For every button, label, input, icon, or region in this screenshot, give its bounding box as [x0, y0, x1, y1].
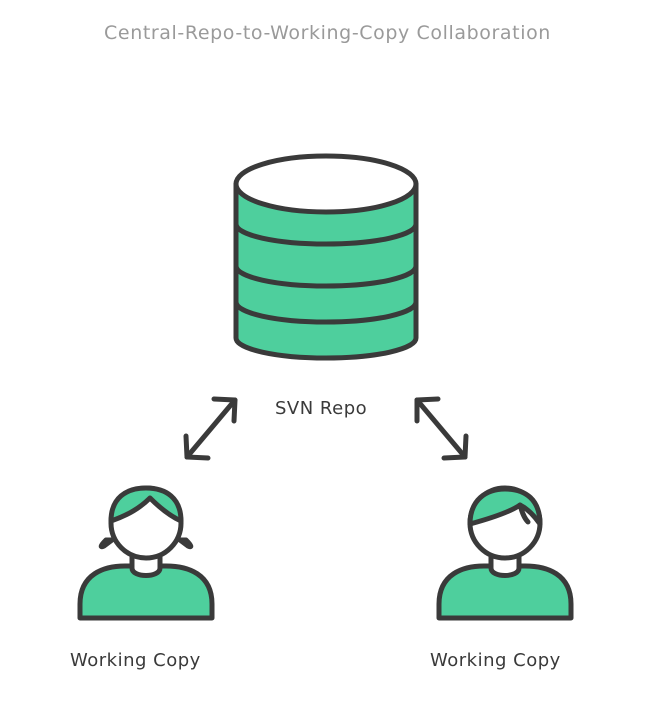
male-user-icon: [436, 485, 574, 621]
sync-arrow-right-icon: [414, 396, 469, 461]
working-copy-label-right: Working Copy: [430, 650, 561, 671]
repo-label: SVN Repo: [275, 398, 368, 419]
sync-arrow-left-icon: [183, 396, 238, 461]
female-user-icon: [77, 485, 215, 621]
working-copy-label-left: Working Copy: [70, 650, 201, 671]
database-icon: [233, 153, 419, 361]
diagram-title: Central-Repo-to-Working-Copy Collaborati…: [104, 22, 551, 44]
